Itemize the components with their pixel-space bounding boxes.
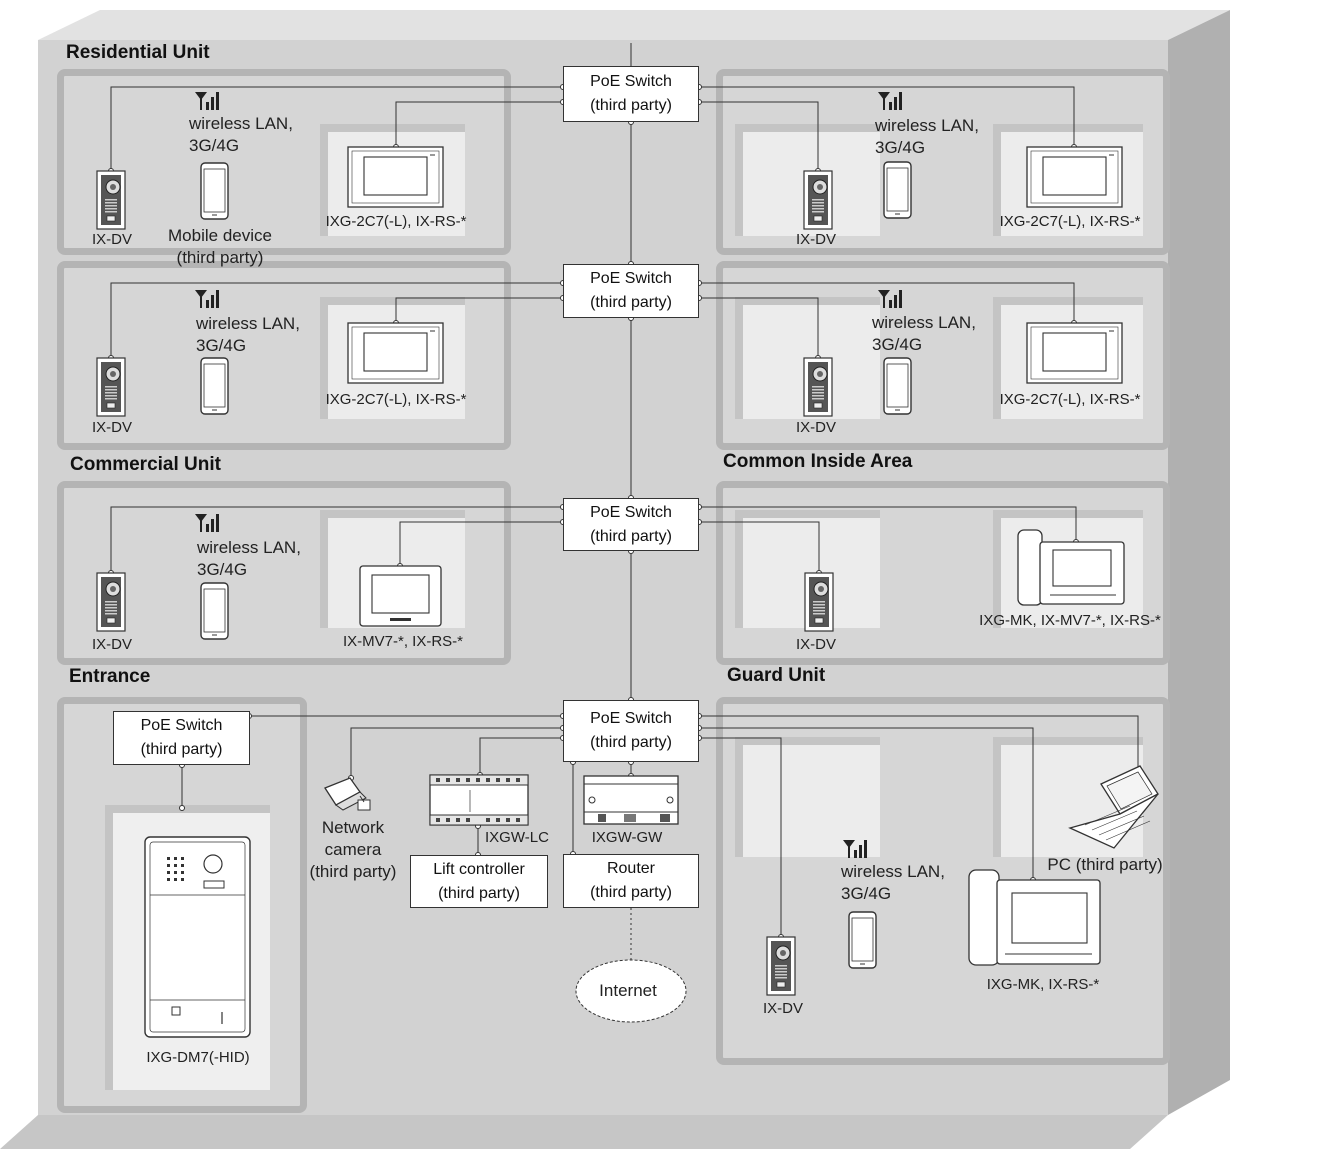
wireless-signal-icon xyxy=(878,290,902,308)
monitor-label: IXG-2C7(-L), IX-RS-* xyxy=(325,213,467,230)
video-monitor-icon xyxy=(1026,146,1123,208)
lift-gateway-icon xyxy=(429,774,529,826)
video-monitor-icon xyxy=(347,322,444,384)
wireless-signal-icon xyxy=(195,514,219,532)
smartphone-icon xyxy=(883,357,912,415)
poe-switch: PoE Switch (third party) xyxy=(563,498,699,551)
wireless-signal-icon xyxy=(195,92,219,110)
entrance-panel-label: IXG-DM7(-HID) xyxy=(146,1049,250,1066)
door-station-label: IX-DV xyxy=(91,231,133,248)
door-station-icon xyxy=(96,572,126,632)
poe-switch: PoE Switch (third party) xyxy=(563,66,699,122)
network-camera-icon xyxy=(324,777,371,811)
wireless-label: wireless LAN, 3G/4G xyxy=(189,114,293,155)
smartphone-icon xyxy=(200,162,229,220)
door-station-label: IX-DV xyxy=(762,1000,804,1017)
master-station-icon xyxy=(1017,529,1125,606)
monitor-label: IXG-2C7(-L), IX-RS-* xyxy=(999,213,1141,230)
monitor-label: IXG-2C7(-L), IX-RS-* xyxy=(999,391,1141,408)
video-monitor-icon xyxy=(359,565,442,627)
internet-cloud xyxy=(575,959,687,1023)
wireless-label: wireless LAN, 3G/4G xyxy=(197,538,301,579)
laptop-icon xyxy=(1068,765,1159,849)
door-station-icon xyxy=(804,572,834,632)
internet-label: Internet xyxy=(599,981,657,1000)
door-station-label: IX-DV xyxy=(795,636,837,653)
smartphone-icon xyxy=(200,582,229,640)
zone-title-guard: Guard Unit xyxy=(727,665,826,686)
door-station-icon xyxy=(766,936,796,996)
door-station-label: IX-DV xyxy=(91,419,133,436)
gateway-icon xyxy=(583,775,679,825)
zone-title-entrance: Entrance xyxy=(69,666,151,687)
smartphone-icon xyxy=(200,357,229,415)
poe-switch: PoE Switch (third party) xyxy=(563,264,699,318)
lift-controller: Lift controller (third party) xyxy=(410,855,548,908)
poe-switch: PoE Switch (third party) xyxy=(563,700,699,762)
door-station-label: IX-DV xyxy=(795,231,837,248)
wireless-signal-icon xyxy=(843,840,867,858)
door-station-icon xyxy=(803,170,833,230)
wireless-label: wireless LAN, 3G/4G xyxy=(872,313,976,354)
video-monitor-icon xyxy=(1026,322,1123,384)
poe-switch: PoE Switch (third party) xyxy=(113,711,250,765)
wireless-signal-icon xyxy=(195,290,219,308)
door-station-icon xyxy=(96,170,126,230)
wireless-label: wireless LAN, 3G/4G xyxy=(841,862,945,903)
wireless-signal-icon xyxy=(878,92,902,110)
camera-label: Network camera (third party) xyxy=(309,818,397,881)
door-station-icon xyxy=(803,357,833,417)
zone-title-common: Common Inside Area xyxy=(723,451,913,472)
gateway-label: IXGW-GW xyxy=(591,829,663,846)
master-station-label: IXG-MK, IX-MV7-*, IX-RS-* xyxy=(979,612,1161,629)
router: Router (third party) xyxy=(563,854,699,908)
door-station-icon xyxy=(96,357,126,417)
smartphone-icon xyxy=(883,161,912,219)
pc-label: PC (third party) xyxy=(1047,855,1163,874)
lift-gateway-label: IXGW-LC xyxy=(485,829,549,846)
door-station-label: IX-DV xyxy=(91,636,133,653)
mobile-device-label: Mobile device (third party) xyxy=(168,226,272,267)
room xyxy=(735,737,880,857)
video-monitor-icon xyxy=(347,146,444,208)
master-station-label: IXG-MK, IX-RS-* xyxy=(986,976,1100,993)
smartphone-icon xyxy=(848,911,877,969)
wireless-label: wireless LAN, 3G/4G xyxy=(196,314,300,355)
door-station-label: IX-DV xyxy=(795,419,837,436)
master-station-icon xyxy=(968,869,1101,966)
zone-title-commercial: Commercial Unit xyxy=(70,454,221,475)
wireless-label: wireless LAN, 3G/4G xyxy=(875,116,979,157)
monitor-label: IXG-2C7(-L), IX-RS-* xyxy=(325,391,467,408)
zone-title-residential: Residential Unit xyxy=(66,42,210,63)
entrance-panel-icon xyxy=(144,836,251,1038)
monitor-label: IX-MV7-*, IX-RS-* xyxy=(342,633,464,650)
